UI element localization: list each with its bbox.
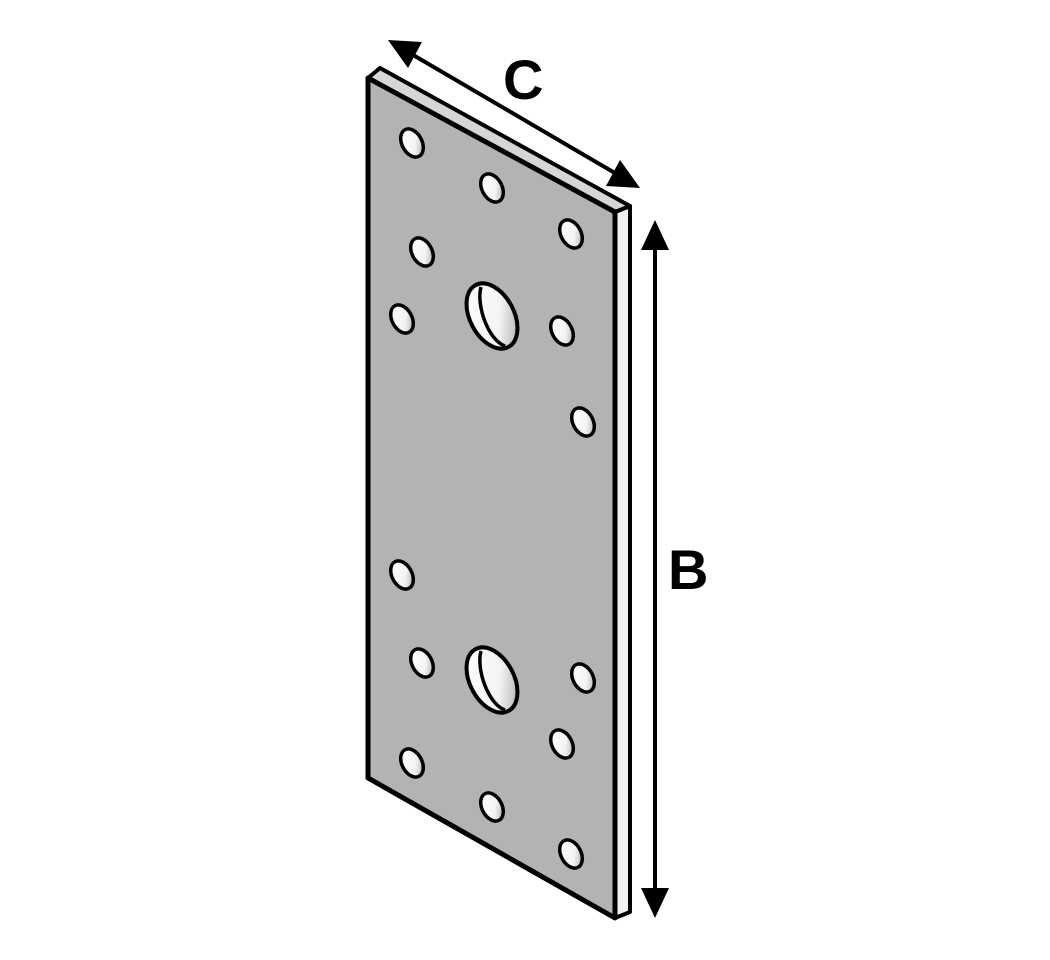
dimension-arrow-c (388, 40, 640, 188)
arrowhead-icon (641, 220, 669, 250)
hole (398, 747, 426, 779)
hole (478, 172, 506, 204)
dimension-arrow-b (641, 220, 669, 918)
hole (548, 728, 576, 760)
arrowhead-icon (641, 888, 669, 918)
hole (408, 647, 436, 679)
hole (548, 315, 576, 347)
large-hole-top (464, 281, 520, 351)
hole (569, 662, 597, 694)
small-holes (388, 127, 597, 870)
hole (557, 218, 585, 250)
large-hole-bottom (464, 645, 520, 715)
hole (388, 303, 416, 335)
hole (408, 236, 436, 268)
dimension-label-b: B (668, 538, 709, 601)
arrowhead-icon (388, 40, 422, 68)
dimension-label-c: C (503, 48, 544, 111)
arrowhead-icon (606, 160, 640, 188)
hole (557, 838, 585, 870)
hole (388, 559, 416, 591)
hole (569, 406, 597, 438)
plate-face (365, 75, 618, 921)
hole (478, 791, 506, 823)
hole (398, 127, 426, 159)
